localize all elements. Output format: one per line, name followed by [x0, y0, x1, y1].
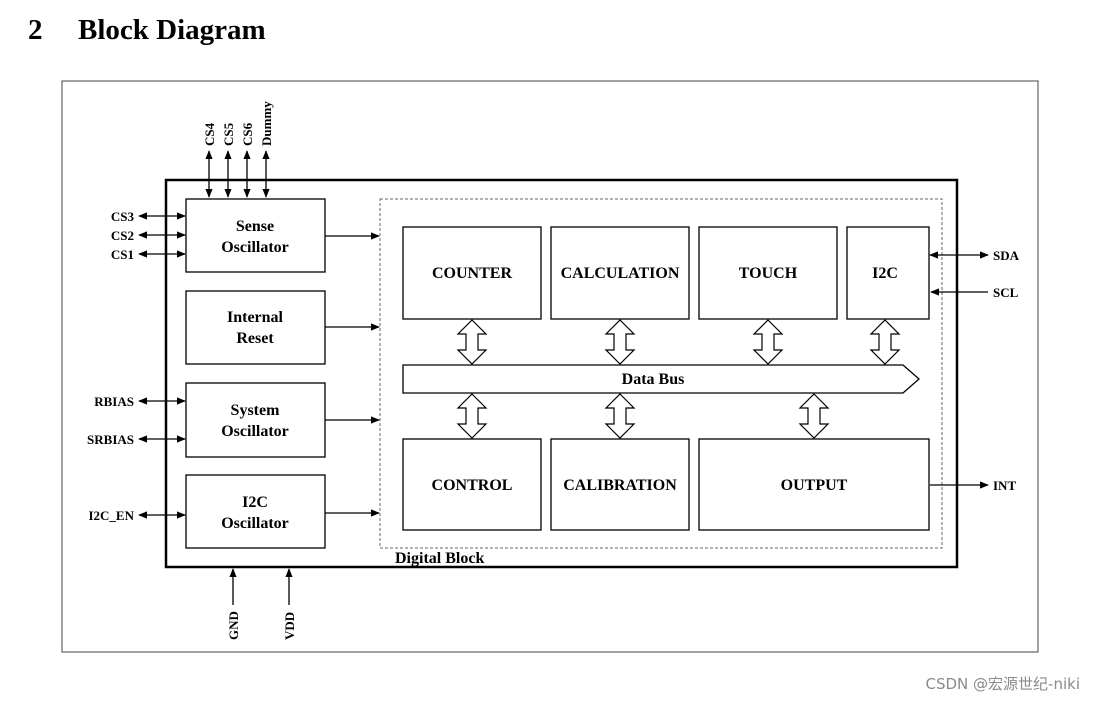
calculation-block	[550, 226, 690, 320]
bus-connectors-top	[456, 319, 901, 365]
sense-oscillator-block	[185, 198, 326, 273]
pin-rbias: RBIAS	[94, 394, 134, 409]
section-number: 2	[28, 14, 43, 46]
system-oscillator-line2: Oscillator	[221, 423, 289, 440]
pin-cs3: CS3	[111, 209, 135, 224]
counter-block	[402, 226, 542, 320]
bus-arrow-output	[798, 393, 830, 439]
data-bus-label: Data Bus	[622, 371, 685, 388]
bus-arrow-touch	[752, 319, 784, 365]
section-heading: 2 Block Diagram	[28, 14, 266, 47]
chip-boundary	[164, 178, 959, 569]
i2c-oscillator-line1: I2C	[242, 494, 268, 511]
internal-reset-block	[185, 290, 326, 365]
i2c-label: I2C	[872, 265, 898, 282]
bus-arrow-counter	[456, 319, 488, 365]
data-bus	[402, 364, 920, 394]
pin-cs5: CS5	[221, 122, 236, 146]
system-oscillator-block	[185, 382, 326, 458]
system-oscillator-line1: System	[231, 402, 281, 419]
bus-arrow-calculation	[604, 319, 636, 365]
block-to-digital-arrows	[325, 232, 380, 517]
sense-oscillator-line2: Oscillator	[221, 239, 289, 256]
calibration-label: CALIBRATION	[563, 477, 677, 494]
watermark: CSDN @宏源世纪-niki	[925, 675, 1080, 693]
pin-cs6: CS6	[240, 122, 255, 146]
digital-block-label: Digital Block	[395, 550, 484, 567]
pin-i2c-en: I2C_EN	[88, 508, 134, 523]
bottom-pin-arrows	[229, 568, 293, 605]
pin-cs1: CS1	[111, 247, 134, 262]
pin-sda: SDA	[993, 248, 1020, 263]
control-block	[402, 438, 542, 531]
digital-block-boundary	[379, 198, 943, 549]
counter-label: COUNTER	[432, 265, 512, 282]
pin-dummy: Dummy	[259, 101, 274, 146]
calibration-block	[550, 438, 690, 531]
touch-label: TOUCH	[739, 265, 798, 282]
bus-arrow-control	[456, 393, 488, 439]
sense-oscillator-line1: Sense	[236, 218, 274, 235]
outer-frame	[61, 80, 1039, 653]
internal-reset-line2: Reset	[236, 330, 274, 347]
pin-vdd: VDD	[282, 612, 297, 640]
i2c-block	[846, 226, 930, 320]
internal-reset-line1: Internal	[227, 309, 284, 326]
bus-arrow-i2c	[869, 319, 901, 365]
pin-srbias: SRBIAS	[87, 432, 134, 447]
output-block	[698, 438, 930, 531]
right-pin-arrows	[929, 251, 989, 489]
calculation-label: CALCULATION	[561, 265, 680, 282]
pin-cs4: CS4	[202, 122, 217, 146]
bus-connectors-bottom	[456, 393, 830, 439]
section-title: Block Diagram	[78, 14, 266, 46]
pin-scl: SCL	[993, 285, 1019, 300]
bus-arrow-calibration	[604, 393, 636, 439]
touch-block	[698, 226, 838, 320]
output-label: OUTPUT	[781, 477, 848, 494]
control-label: CONTROL	[432, 477, 513, 494]
left-pin-arrows	[138, 212, 186, 519]
pin-cs2: CS2	[111, 228, 134, 243]
pin-gnd: GND	[226, 611, 241, 640]
i2c-oscillator-line2: Oscillator	[221, 515, 289, 532]
top-pin-arrows	[205, 150, 270, 198]
i2c-oscillator-block	[185, 474, 326, 549]
pin-int: INT	[993, 478, 1016, 493]
